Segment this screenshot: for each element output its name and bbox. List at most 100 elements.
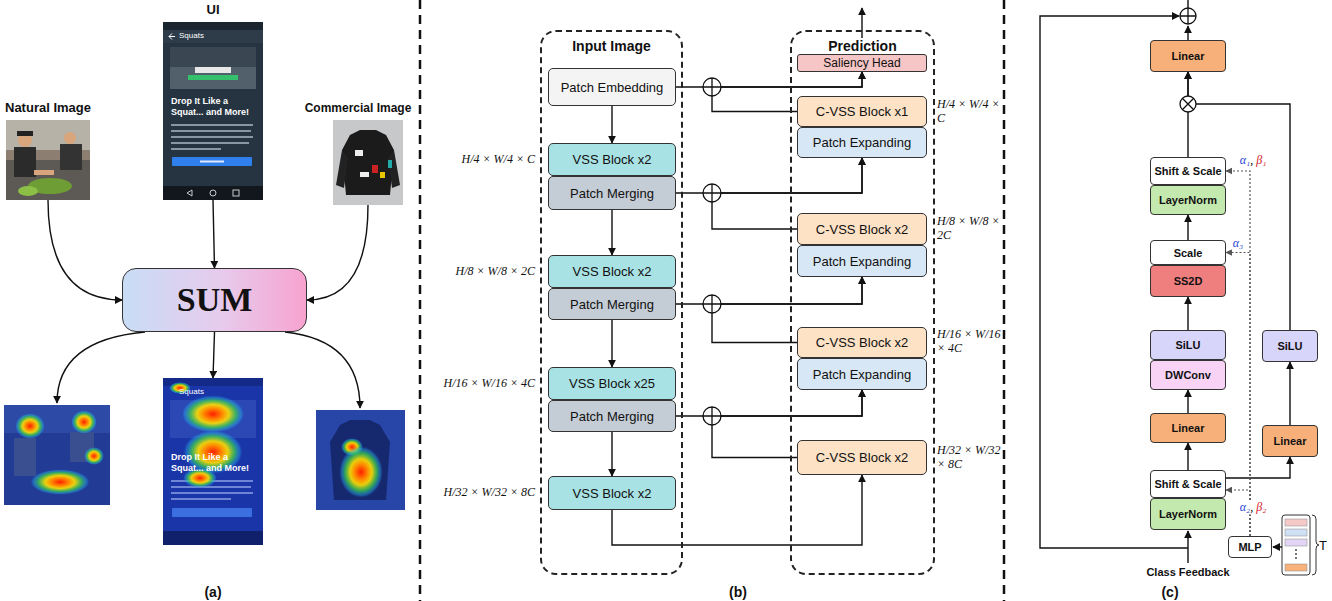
panel-label: (a) bbox=[183, 584, 243, 600]
node-text: Patch Embedding bbox=[561, 80, 664, 95]
ui-saliency-map: SquatsDrop It Like a Squat... and More! bbox=[163, 378, 263, 545]
head-block: Saliency Head bbox=[797, 54, 927, 72]
connector bbox=[213, 200, 215, 268]
ui-screenshot: UISquatsDrop It Like a Squat... and More… bbox=[163, 22, 263, 200]
dimension-label: H/32 × W/32 × 8C bbox=[937, 444, 1001, 472]
vss-block: VSS Block x2 bbox=[548, 143, 676, 176]
connector bbox=[611, 106, 612, 143]
connector bbox=[611, 432, 612, 476]
dimension-label: H/16 × W/16 × 4C bbox=[423, 377, 535, 391]
mlp-block: MLP bbox=[1228, 536, 1272, 558]
dimension-label: H/8 × W/8 × 2C bbox=[423, 265, 535, 279]
cvss-block: C-VSS Block x2 bbox=[797, 327, 927, 358]
vss-block: VSS Block x25 bbox=[548, 367, 676, 400]
panel-label: (c) bbox=[1140, 584, 1200, 600]
dimension-label: H/8 × W/8 × 2C bbox=[937, 215, 1001, 243]
linear-block: Linear bbox=[1150, 40, 1226, 72]
node-text: C-VSS Block x2 bbox=[816, 335, 908, 350]
connector bbox=[213, 332, 215, 378]
edge-label: α₃ bbox=[1232, 237, 1244, 250]
node-text: Linear bbox=[1171, 50, 1204, 62]
node-text: SS2D bbox=[1174, 275, 1203, 287]
node-text: Shift & Scale bbox=[1154, 478, 1221, 490]
node-text: Linear bbox=[1171, 422, 1204, 434]
connector bbox=[1187, 297, 1188, 330]
activation-block: SiLU bbox=[1262, 330, 1318, 362]
expanding-block: Patch Expanding bbox=[797, 245, 927, 277]
model-box: SUM bbox=[122, 268, 307, 332]
node-text: VSS Block x2 bbox=[573, 264, 652, 279]
node-text: Patch Expanding bbox=[813, 254, 911, 269]
node-text: Linear bbox=[1273, 435, 1306, 447]
modulation-connector bbox=[1226, 253, 1250, 537]
node-text: C-VSS Block x2 bbox=[816, 450, 908, 465]
merging-block: Patch Merging bbox=[548, 288, 676, 320]
conv-block: DWConv bbox=[1150, 360, 1226, 390]
scale-block: Scale bbox=[1150, 240, 1226, 265]
norm-block: LayerNorm bbox=[1150, 185, 1226, 215]
node-text: Patch Expanding bbox=[813, 367, 911, 382]
modulation-block: Shift & Scale bbox=[1150, 470, 1226, 498]
node-text: LayerNorm bbox=[1159, 194, 1217, 206]
node-text: Patch Merging bbox=[570, 186, 654, 201]
commercial-image: Commercial Image bbox=[333, 120, 403, 205]
edge-label: α₂, β₂ bbox=[1239, 501, 1268, 514]
activation-block: SiLU bbox=[1150, 330, 1226, 360]
connector bbox=[676, 277, 862, 304]
encoder-group: Input ImagePatch EmbeddingVSS Block x2 Pa… bbox=[540, 30, 683, 575]
expanding-block: Patch Expanding bbox=[797, 127, 927, 158]
node-text: Saliency Head bbox=[823, 56, 900, 70]
merging-block: Patch Merging bbox=[548, 400, 676, 432]
node-text: Patch Expanding bbox=[813, 135, 911, 150]
linear-block: Linear bbox=[1150, 413, 1226, 443]
merging-block: Patch Merging bbox=[548, 176, 676, 210]
node-text: SUM bbox=[177, 281, 253, 319]
vss-block: VSS Block x2 bbox=[548, 476, 676, 510]
input-label: Class Feedback bbox=[1128, 566, 1248, 578]
panel-label: (b) bbox=[708, 584, 768, 600]
node-text: UI bbox=[123, 2, 303, 17]
connector bbox=[1226, 457, 1290, 478]
token-count: T bbox=[1319, 538, 1331, 553]
node-text: Shift & Scale bbox=[1154, 165, 1221, 177]
connector bbox=[611, 210, 612, 255]
connector bbox=[676, 390, 862, 416]
ss2d-block: SS2D bbox=[1150, 265, 1226, 297]
connector bbox=[1187, 443, 1188, 470]
norm-block: LayerNorm bbox=[1150, 498, 1226, 530]
natural-image: Natural Image bbox=[6, 120, 90, 200]
node-text: Natural Image bbox=[0, 100, 130, 115]
node-text: VSS Block x25 bbox=[569, 376, 655, 391]
vss-block: VSS Block x2 bbox=[548, 255, 676, 288]
node-text: VSS Block x2 bbox=[573, 486, 652, 501]
node-text: Drop It Like a Squat... and More! bbox=[171, 452, 255, 474]
modulation-block: Shift & Scale bbox=[1150, 157, 1226, 185]
connector bbox=[1187, 390, 1188, 413]
modulation-connector bbox=[1226, 171, 1250, 536]
dimension-label: H/4 × W/4 × C bbox=[423, 153, 535, 167]
cvss-block: C-VSS Block x1 bbox=[797, 96, 927, 127]
cvss-block: C-VSS Block x2 bbox=[797, 213, 927, 245]
connector bbox=[676, 72, 862, 87]
node-text: Commercial Image bbox=[283, 101, 433, 115]
node-text: Input Image bbox=[568, 38, 655, 54]
node-text: SiLU bbox=[1277, 340, 1302, 352]
connector bbox=[307, 205, 368, 300]
node-text: Squats bbox=[179, 387, 204, 396]
node-text: Scale bbox=[1174, 247, 1203, 259]
dimension-label: H/4 × W/4 × C bbox=[937, 98, 1001, 126]
connector bbox=[1289, 362, 1290, 425]
connector bbox=[676, 158, 862, 193]
cvss-block: C-VSS Block x2 bbox=[797, 440, 927, 475]
linear-block: Linear bbox=[1262, 425, 1318, 457]
node-text: Squats bbox=[179, 31, 204, 40]
node-text: Patch Merging bbox=[570, 409, 654, 424]
edge-label: α₁, β₁ bbox=[1239, 154, 1268, 167]
expanding-block: Patch Expanding bbox=[797, 358, 927, 390]
node-text: C-VSS Block x1 bbox=[816, 104, 908, 119]
node-text: LayerNorm bbox=[1159, 508, 1217, 520]
node-text: Prediction bbox=[824, 38, 900, 54]
connector bbox=[48, 200, 122, 300]
node-text: MLP bbox=[1238, 541, 1261, 553]
connector bbox=[1187, 215, 1188, 240]
